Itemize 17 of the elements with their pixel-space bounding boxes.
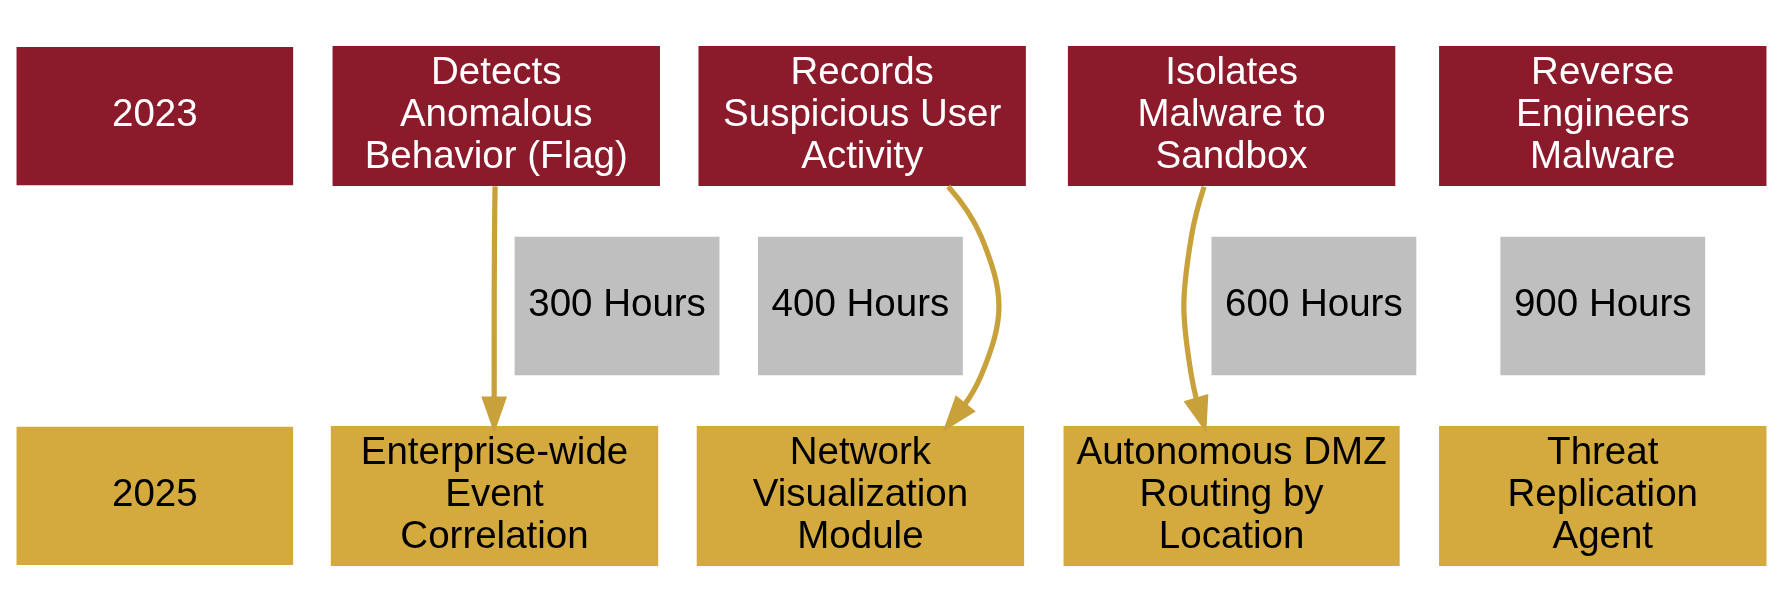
node-box: Threat Replication Agent — [1439, 425, 1767, 566]
node-box: 900 Hours — [1500, 236, 1706, 375]
arrow — [481, 185, 508, 433]
node-box: 600 Hours — [1211, 236, 1417, 375]
arrow — [1181, 185, 1209, 433]
node-box: Network Visualization Module — [696, 425, 1025, 566]
node-box: Detects Anomalous Behavior (Flag) — [332, 45, 660, 186]
node-box: 2023 — [16, 46, 294, 185]
node-box: Isolates Malware to Sandbox — [1067, 45, 1396, 186]
node-box: Enterprise-wide Event Correlation — [330, 425, 659, 566]
node-box: Reverse Engineers Malware — [1439, 45, 1767, 186]
node-box: Autonomous DMZ Routing by Location — [1063, 425, 1400, 566]
node-box: 2025 — [16, 426, 294, 565]
node-box: 400 Hours — [758, 236, 963, 375]
arrow — [942, 184, 1002, 432]
node-box: Records Suspicious User Activity — [698, 45, 1026, 186]
node-box: 300 Hours — [514, 236, 720, 375]
